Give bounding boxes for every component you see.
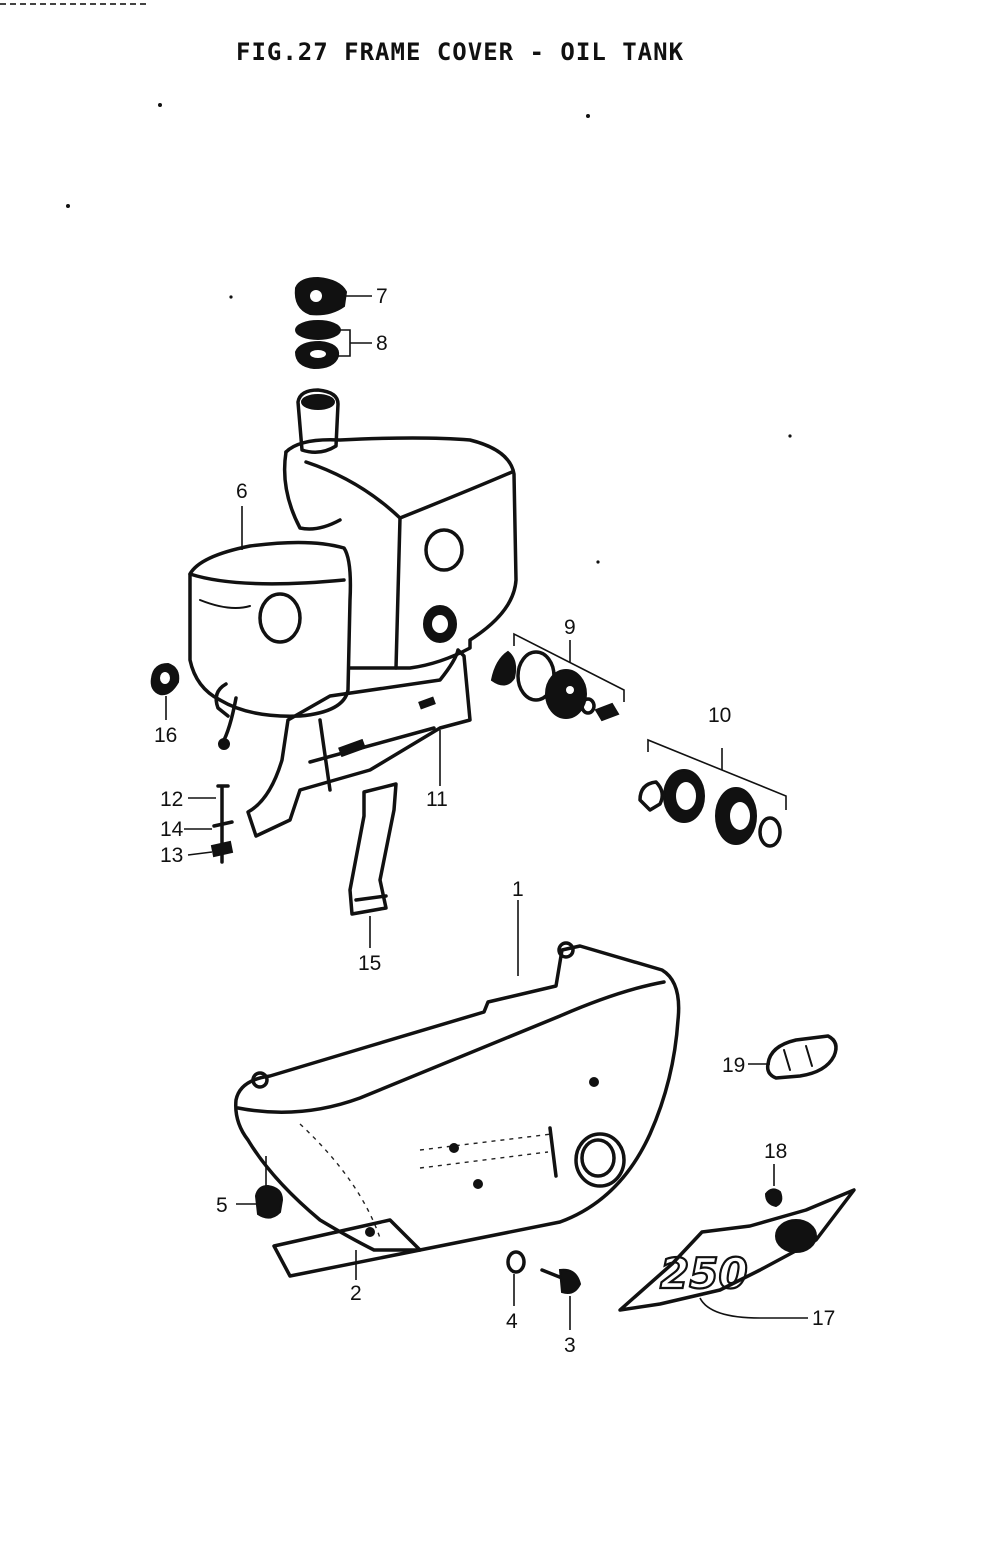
cover-reflector	[748, 1034, 838, 1080]
grommet	[150, 662, 180, 720]
tank-bracket	[246, 648, 472, 838]
emblem-number: 250	[660, 1249, 748, 1298]
cover-washer	[506, 1250, 526, 1306]
label-11: 11	[426, 788, 448, 811]
label-6: 6	[236, 480, 248, 503]
label-15: 15	[358, 952, 381, 975]
cover-emblem: 250	[618, 1188, 856, 1319]
oil-filter-set	[490, 632, 625, 722]
label-5: 5	[216, 1194, 228, 1217]
tank-strap	[348, 782, 398, 948]
frame-cover	[234, 900, 681, 1252]
label-17: 17	[812, 1307, 835, 1330]
figure-title: FIG.27 FRAME COVER - OIL TANK	[236, 38, 684, 66]
label-8: 8	[376, 332, 388, 355]
label-10: 10	[708, 704, 731, 727]
label-1: 1	[512, 878, 524, 901]
label-13: 13	[160, 844, 183, 867]
part-number-labels: 7 8 6 9 10 16 11 12 14 13 15 1 19 18 5 2…	[154, 285, 835, 1357]
label-14: 14	[160, 818, 184, 841]
label-18: 18	[764, 1140, 787, 1163]
cover-screw	[540, 1268, 582, 1330]
label-12: 12	[160, 788, 183, 811]
cover-trim-strip	[272, 1218, 422, 1280]
label-19: 19	[722, 1054, 745, 1077]
cap-gasket-set	[294, 320, 372, 370]
label-4: 4	[506, 1310, 518, 1333]
scan-specks	[0, 3, 792, 564]
label-16: 16	[154, 724, 177, 747]
emblem-grommet	[764, 1164, 783, 1208]
cover-cushion	[236, 1156, 284, 1219]
filter-element-set	[638, 738, 787, 848]
label-3: 3	[564, 1334, 576, 1357]
oil-tank	[188, 388, 518, 750]
oil-tank-cap	[294, 276, 372, 316]
bolt-washer-nut	[184, 784, 234, 864]
label-9: 9	[564, 616, 576, 639]
label-7: 7	[376, 285, 388, 308]
label-2: 2	[350, 1282, 362, 1305]
